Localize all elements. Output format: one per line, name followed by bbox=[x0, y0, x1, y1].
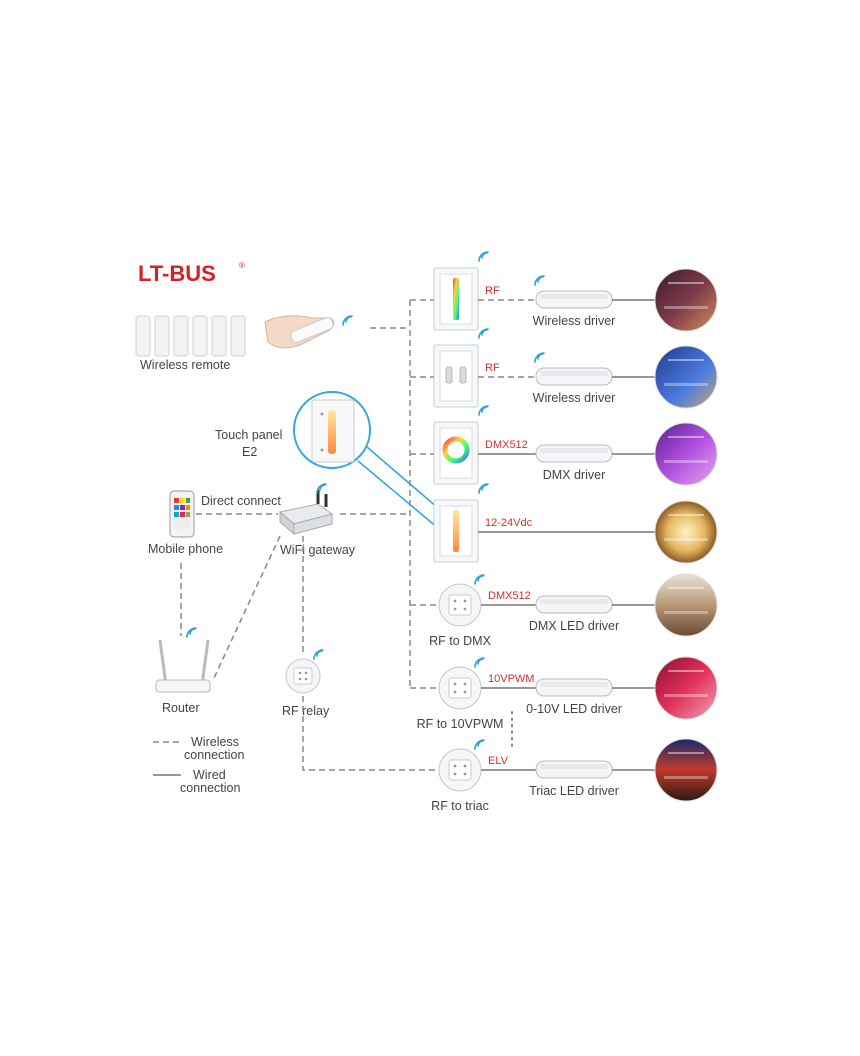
device-label: RF to DMX bbox=[429, 634, 491, 648]
signal-label: RF bbox=[485, 285, 500, 297]
scene-photo bbox=[654, 500, 718, 564]
signal-label: 12-24Vdc bbox=[485, 517, 533, 529]
rf-relay-icon bbox=[285, 658, 321, 694]
brand-registered: ® bbox=[239, 261, 245, 270]
wifi-icon bbox=[474, 739, 485, 750]
wifi-icon bbox=[534, 352, 545, 363]
hand-remote-icon bbox=[264, 315, 335, 349]
legend-wired-label-2: connection bbox=[180, 781, 241, 795]
wifi-icon bbox=[478, 251, 489, 262]
rf-relay-label: RF relay bbox=[282, 704, 330, 718]
rf-converter-icon bbox=[438, 748, 482, 792]
touch-panel-label: Touch panel bbox=[215, 428, 282, 442]
signal-label: ELV bbox=[488, 755, 509, 767]
led-driver-icon bbox=[535, 760, 613, 779]
driver-label: DMX LED driver bbox=[529, 619, 619, 633]
wifi-icon bbox=[186, 627, 197, 638]
signal-label: RF bbox=[485, 362, 500, 374]
mobile-phone-icon bbox=[169, 490, 195, 538]
driver-label: Triac LED driver bbox=[529, 784, 619, 798]
wifi-icon bbox=[534, 275, 545, 286]
wall-panel-icon bbox=[433, 267, 479, 331]
driver-label: Wireless driver bbox=[533, 391, 616, 405]
touch-panel-e2-icon bbox=[311, 399, 355, 463]
system-row: Wireless driver RF bbox=[433, 328, 718, 409]
system-row: 12-24Vdc bbox=[433, 483, 718, 564]
led-driver-icon bbox=[535, 595, 613, 614]
router-icon bbox=[155, 639, 211, 693]
system-row: DMX driver DMX512 bbox=[433, 405, 718, 486]
zoom-leader-a bbox=[366, 446, 439, 509]
system-row: RF to 10VPWM 0-10V LED driver 10VPWM bbox=[417, 656, 718, 731]
signal-label: DMX512 bbox=[488, 590, 531, 602]
signal-label: DMX512 bbox=[485, 439, 528, 451]
wifi-icon bbox=[478, 405, 489, 416]
wifi-icon bbox=[474, 657, 485, 668]
scene-photo bbox=[654, 268, 718, 332]
wifi-icon bbox=[342, 315, 353, 326]
legend-wireless-label-2: connection bbox=[184, 748, 245, 762]
driver-label: 0-10V LED driver bbox=[526, 702, 622, 716]
led-driver-icon bbox=[535, 678, 613, 697]
led-driver-icon bbox=[535, 444, 613, 463]
scene-photo bbox=[654, 345, 718, 409]
wall-panel-icon bbox=[433, 499, 479, 563]
wifi-icon bbox=[478, 483, 489, 494]
legend-wireless-label: Wireless bbox=[191, 735, 239, 749]
router-label: Router bbox=[162, 701, 200, 715]
mobile-phone-label: Mobile phone bbox=[148, 542, 223, 556]
wifi-icon bbox=[316, 483, 327, 494]
touch-panel-model: E2 bbox=[242, 445, 257, 459]
device-label: RF to triac bbox=[431, 799, 489, 813]
remote-row-icon bbox=[135, 315, 246, 357]
driver-label: Wireless driver bbox=[533, 314, 616, 328]
wireless-remote-label: Wireless remote bbox=[140, 358, 230, 372]
left-connections bbox=[180, 299, 513, 771]
brand-logo: LT-BUS bbox=[138, 261, 216, 286]
scene-photo bbox=[654, 656, 718, 720]
wall-panel-icon bbox=[433, 344, 479, 408]
rf-converter-icon bbox=[438, 583, 482, 627]
system-row: RF to triac Triac LED driver ELV bbox=[431, 738, 718, 813]
system-row: Wireless driver RF bbox=[433, 251, 718, 332]
wifi-icon bbox=[474, 574, 485, 585]
scene-photo bbox=[654, 738, 718, 802]
direct-connect-label: Direct connect bbox=[201, 494, 281, 508]
wall-panel-icon bbox=[433, 421, 479, 485]
driver-label: DMX driver bbox=[543, 468, 606, 482]
signal-label: 10VPWM bbox=[488, 673, 534, 685]
zoom-leader-b bbox=[357, 460, 439, 529]
wifi-icon bbox=[313, 649, 324, 660]
system-row: RF to DMX DMX LED driver DMX512 bbox=[429, 573, 718, 648]
wifi-gateway-icon bbox=[278, 490, 334, 536]
wifi-icon bbox=[478, 328, 489, 339]
led-driver-icon bbox=[535, 367, 613, 386]
wifi-gateway-label: WiFi gateway bbox=[280, 543, 356, 557]
device-label: RF to 10VPWM bbox=[417, 717, 504, 731]
rf-converter-icon bbox=[438, 666, 482, 710]
led-driver-icon bbox=[535, 290, 613, 309]
scene-photo bbox=[654, 573, 718, 637]
legend-wired-label: Wired bbox=[193, 768, 226, 782]
scene-photo bbox=[654, 422, 718, 486]
